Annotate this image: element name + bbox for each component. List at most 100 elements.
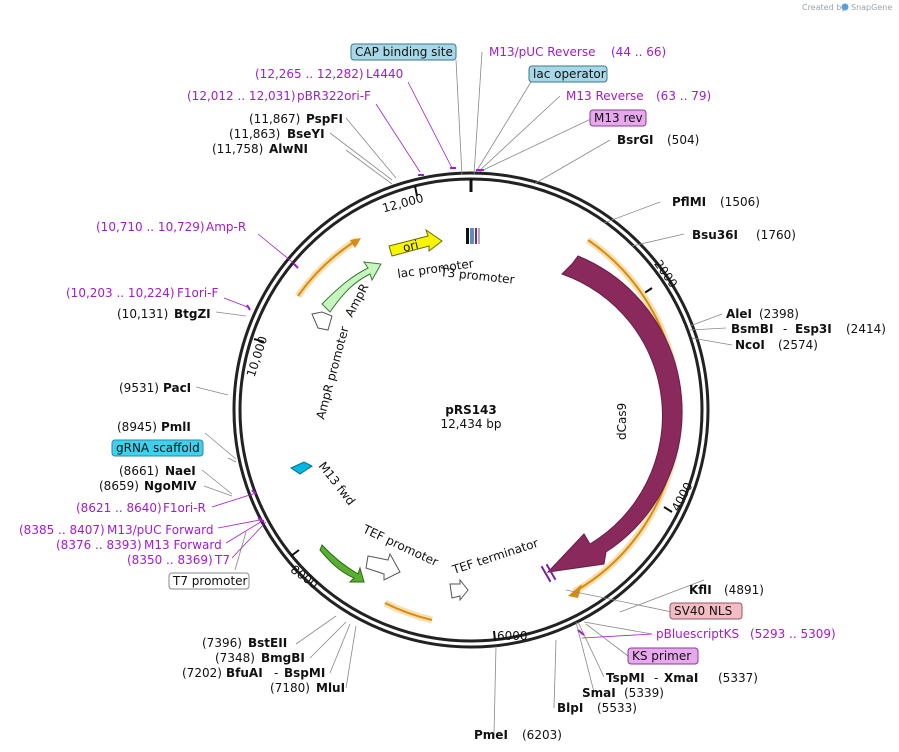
primer-t7-range: (8350 .. 8369) — [127, 553, 213, 567]
enzyme-bspmi-name[interactable]: BspMI — [284, 666, 325, 680]
primer-t7-name: T7 — [214, 553, 230, 567]
sv40-nls-mark — [545, 563, 557, 581]
ampr-feature-arrow[interactable] — [321, 261, 382, 313]
primer-pbr322ori-f-range: (12,012 .. 12,031) — [187, 89, 296, 103]
cap-binding-site-label: CAP binding site — [355, 45, 453, 59]
enzyme-kfli-name[interactable]: KflI — [689, 583, 712, 597]
primer-m13-puc-forward-name: M13/pUC Forward — [107, 523, 214, 537]
tef-terminator-arrow[interactable] — [449, 578, 469, 602]
plasmid-name: pRS143 — [445, 403, 497, 417]
primer-pbluescriptks-range: (5293 .. 5309) — [750, 627, 836, 641]
enzyme-pmli-name[interactable]: PmlI — [161, 420, 191, 434]
enzyme-bsmbi-sep: - — [783, 322, 787, 336]
grna-scaffold-box-label: gRNA scaffold — [116, 441, 200, 455]
primer-amp-r-name: Amp-R — [206, 220, 246, 234]
enzyme-smai-name[interactable]: SmaI — [582, 686, 616, 700]
enzyme-bseyi-name[interactable]: BseYI — [287, 127, 325, 141]
enzyme-ncoi-pos: (2574) — [778, 338, 818, 352]
ori-feature-arrow[interactable] — [388, 228, 443, 257]
enzyme-bmgbi-pos: (7348) — [215, 651, 255, 665]
enzyme-paci-name[interactable]: PacI — [163, 381, 191, 395]
label-dcas9: dCas9 — [615, 403, 629, 440]
enzyme-btgzi-pos: (10,131) — [117, 307, 168, 321]
enzyme-pmei-name[interactable]: PmeI — [474, 728, 508, 742]
lac-operator-box[interactable] — [528, 65, 608, 83]
sv40-nls-box[interactable] — [669, 602, 743, 620]
enzyme-bsrgi-pos: (504) — [667, 133, 699, 147]
primer-m13-puc-reverse-name: M13/pUC Reverse — [489, 45, 596, 59]
enzyme-xmai-name[interactable]: XmaI — [664, 671, 698, 685]
t7-promoter-box[interactable] — [168, 572, 250, 590]
cap-binding-site-box[interactable] — [350, 43, 457, 61]
enzyme-bsteii-name[interactable]: BstEII — [248, 636, 287, 650]
enzyme-pspfi-name[interactable]: PspFI — [306, 112, 343, 126]
ampr-orf-arrowhead — [350, 238, 361, 248]
enzyme-ncoi-name[interactable]: NcoI — [735, 338, 765, 352]
m13-rev-box[interactable] — [589, 109, 647, 127]
enzyme-mlui-pos: (7180) — [270, 681, 310, 695]
primer-m13-reverse-range: (63 .. 79) — [656, 89, 711, 103]
enzyme-pmei-pos: (6203) — [522, 728, 562, 742]
m13-rev-mark — [478, 228, 480, 244]
enzyme-bsrgi-name[interactable]: BsrGI — [617, 133, 654, 147]
primer-leader-lines — [211, 81, 653, 639]
enzyme-esp3i-name[interactable]: Esp3I — [795, 322, 832, 336]
snapgene-logo-icon — [841, 3, 849, 11]
enzyme-ngomiv-name[interactable]: NgoMIV — [144, 479, 197, 493]
enzyme-smai-pos: (5339) — [624, 686, 664, 700]
primer-marks — [246, 167, 585, 636]
primer-f1ori-f-name: F1ori-F — [177, 286, 218, 300]
enzyme-alei-name[interactable]: AleI — [726, 307, 752, 321]
enzyme-paci-pos: (9531) — [119, 381, 159, 395]
enzyme-bsu36i-name[interactable]: Bsu36I — [692, 228, 738, 242]
enzyme-bfuai-name[interactable]: BfuAI — [226, 666, 263, 680]
enzyme-mlui-name[interactable]: MluI — [316, 681, 345, 695]
enzyme-blpi-pos: (5533) — [597, 701, 637, 715]
primer-m13-puc-forward-range: (8385 .. 8407) — [19, 523, 105, 537]
primer-m13-forward-name: M13 Forward — [144, 538, 222, 552]
grna-scaffold-arrow[interactable] — [289, 461, 313, 475]
tef-promoter-green-arrow[interactable] — [319, 544, 365, 583]
ks-primer-box-label: KS primer — [632, 649, 691, 663]
enzyme-bsmbi-name[interactable]: BsmBI — [731, 322, 773, 336]
enzyme-bfuai-pos: (7202) — [182, 666, 222, 680]
leader-lines — [195, 51, 733, 736]
ks-primer-box[interactable] — [627, 647, 699, 665]
enzyme-pflmi-name[interactable]: PflMI — [672, 195, 706, 209]
tick-12000 — [414, 185, 418, 197]
enzyme-pmli-pos: (8945) — [117, 420, 157, 434]
tick-8000 — [290, 549, 300, 557]
enzyme-tspmi-name[interactable]: TspMI — [606, 671, 645, 685]
enzyme-bsmbi-pos: (2414) — [846, 322, 886, 336]
enzyme-blpi-name[interactable]: BlpI — [557, 701, 583, 715]
dcas9-feature-arrow[interactable] — [546, 255, 683, 573]
enzyme-naei-pos: (8661) — [119, 464, 159, 478]
grna-scaffold-box[interactable] — [111, 439, 204, 457]
ruler-label-10000: 10,000 — [244, 334, 270, 378]
enzyme-naei-name[interactable]: NaeI — [165, 464, 196, 478]
tef-promoter-arrow[interactable] — [365, 552, 401, 581]
enzyme-bfuai-sep: - — [274, 666, 278, 680]
t3-promoter-mark — [475, 228, 477, 244]
enzyme-kfli-pos: (4891) — [724, 583, 764, 597]
enzyme-alwni-name[interactable]: AlwNI — [269, 142, 308, 156]
enzyme-bmgbi-name[interactable]: BmgBI — [261, 651, 305, 665]
primer-m13-reverse-name: M13 Reverse — [566, 89, 644, 103]
tick-10000 — [253, 338, 265, 343]
brand-name: SnapGene — [851, 3, 892, 12]
tick-4000 — [663, 506, 673, 513]
enzyme-tspmi-pos: (5337) — [718, 671, 758, 685]
primer-amp-r-range: (10,710 .. 10,729) — [96, 220, 205, 234]
m13-rev-label: M13 rev — [594, 111, 643, 125]
label-ampr-promoter: AmpR promoter — [313, 325, 351, 421]
enzyme-tspmi-sep: - — [654, 671, 658, 685]
ampr-promoter-arrow[interactable] — [311, 311, 333, 331]
primer-f1ori-f-range: (10,203 .. 10,224) — [66, 286, 175, 300]
tick-6000 — [493, 630, 496, 642]
brand-prefix: Created by — [802, 3, 846, 12]
primer-m13-puc-reverse-range: (44 .. 66) — [611, 45, 666, 59]
enzyme-btgzi-name[interactable]: BtgZI — [174, 307, 211, 321]
enzyme-pflmi-pos: (1506) — [720, 195, 760, 209]
primer-l4440-range: (12,265 .. 12,282) — [255, 67, 364, 81]
enzyme-pspfi-pos: (11,867) — [249, 112, 300, 126]
